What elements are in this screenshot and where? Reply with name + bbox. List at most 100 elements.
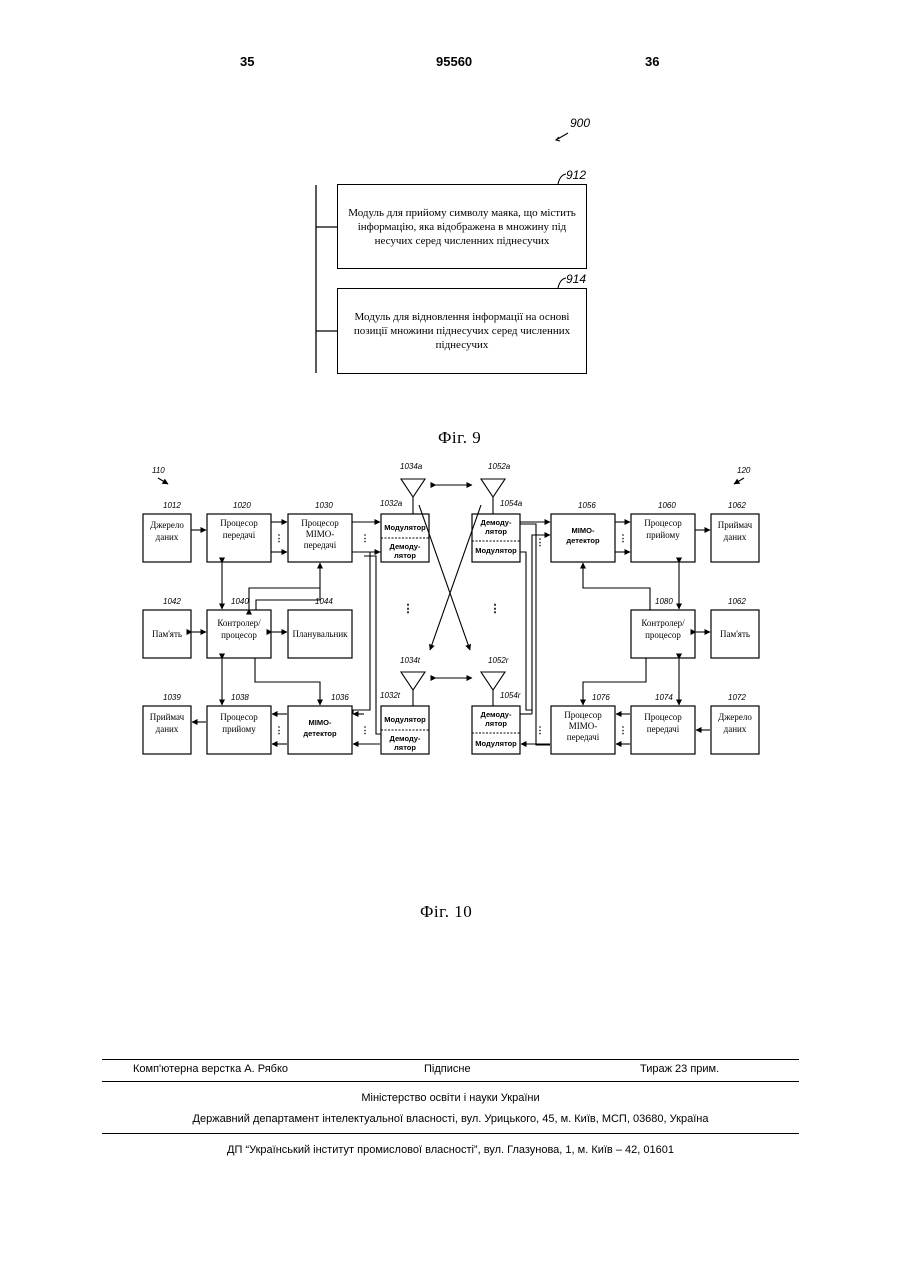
- block-1020: Процесор передачі 1020: [207, 501, 271, 562]
- block-1030: Процесор MIMO- передачі 1030: [288, 501, 352, 562]
- footer-rule-bottom: [102, 1133, 799, 1134]
- svg-text:1052a: 1052a: [488, 462, 511, 471]
- svg-text:1034a: 1034a: [400, 462, 423, 471]
- svg-text:1074: 1074: [655, 693, 673, 702]
- svg-text:1054r: 1054r: [500, 691, 521, 700]
- svg-text:1044: 1044: [315, 597, 333, 606]
- svg-text:⋮: ⋮: [275, 533, 284, 543]
- svg-text:1012: 1012: [163, 501, 181, 510]
- svg-text:Демоду-: Демоду-: [481, 710, 512, 719]
- svg-text:1062: 1062: [728, 501, 746, 510]
- svg-text:1062: 1062: [728, 597, 746, 606]
- ref-110-arrow: [158, 478, 168, 484]
- footer-layout-credit: Комп'ютерна верстка А. Рябко: [133, 1063, 288, 1075]
- block-1042: Пам'ять 1042: [143, 597, 191, 658]
- svg-text:⋮: ⋮: [619, 725, 628, 735]
- svg-text:даних: даних: [156, 532, 179, 542]
- svg-text:⋮: ⋮: [619, 533, 628, 543]
- svg-text:1036: 1036: [331, 693, 349, 702]
- svg-text:Демоду-: Демоду-: [390, 734, 421, 743]
- svg-text:MIMO-: MIMO-: [309, 718, 332, 727]
- svg-text:1060: 1060: [658, 501, 676, 510]
- svg-text:детектор: детектор: [566, 536, 600, 545]
- svg-text:1032t: 1032t: [380, 691, 401, 700]
- svg-text:⋮: ⋮: [361, 725, 370, 735]
- ref-120: 120: [737, 466, 751, 475]
- svg-text:лятор: лятор: [394, 743, 416, 752]
- svg-text:⋮: ⋮: [361, 533, 370, 543]
- figure-10-caption: Фіг. 10: [420, 902, 472, 922]
- block-1062-memory: Пам'ять 1062: [711, 597, 759, 658]
- svg-text:1030: 1030: [315, 501, 333, 510]
- svg-text:Приймач: Приймач: [718, 520, 753, 530]
- svg-text:передачі: передачі: [647, 724, 680, 734]
- ref-110: 110: [152, 466, 165, 475]
- svg-text:1020: 1020: [233, 501, 251, 510]
- svg-text:MIMO-: MIMO-: [306, 529, 335, 539]
- block-1056: MIMO- детектор 1056: [551, 501, 615, 562]
- footer-copies: Тираж 23 прим.: [640, 1063, 719, 1075]
- svg-text:процесор: процесор: [221, 630, 257, 640]
- svg-text:1080: 1080: [655, 597, 673, 606]
- svg-text:Модулятор: Модулятор: [475, 739, 517, 748]
- svg-text:Процесор: Процесор: [220, 712, 258, 722]
- svg-text:MIMO-: MIMO-: [569, 721, 598, 731]
- svg-text:Процесор: Процесор: [644, 712, 682, 722]
- block-1060: Процесор прийому 1060: [631, 501, 695, 562]
- svg-text:даних: даних: [724, 724, 747, 734]
- svg-text:прийому: прийому: [646, 530, 680, 540]
- svg-text:лятор: лятор: [394, 551, 416, 560]
- svg-text:Процесор: Процесор: [220, 518, 258, 528]
- svg-text:1034t: 1034t: [400, 656, 421, 665]
- svg-text:Пам'ять: Пам'ять: [152, 629, 182, 639]
- footer-department: Державний департамент інтелектуальної вл…: [0, 1113, 901, 1125]
- svg-text:1052r: 1052r: [488, 656, 509, 665]
- svg-text:⋮: ⋮: [275, 725, 284, 735]
- svg-text:1040: 1040: [231, 597, 249, 606]
- svg-text:лятор: лятор: [485, 527, 507, 536]
- svg-text:1076: 1076: [592, 693, 610, 702]
- block-1012: Джерело даних 1012: [143, 501, 191, 562]
- svg-text:передачі: передачі: [304, 540, 337, 550]
- svg-text:Демоду-: Демоду-: [481, 518, 512, 527]
- block-1074: Процесор передачі 1074: [631, 693, 695, 754]
- svg-text:Пам'ять: Пам'ять: [720, 629, 750, 639]
- svg-text:Процесор: Процесор: [301, 518, 339, 528]
- svg-text:1054a: 1054a: [500, 499, 523, 508]
- svg-text:лятор: лятор: [485, 719, 507, 728]
- footer-institute: ДП “Український інститут промислової вла…: [0, 1144, 901, 1156]
- svg-text:1039: 1039: [163, 693, 181, 702]
- svg-text:Планувальник: Планувальник: [292, 629, 348, 639]
- antenna-1034a: 1034a: [400, 462, 425, 514]
- block-1044: Планувальник 1044: [288, 597, 352, 658]
- block-1080: Контролер/ процесор 1080: [631, 597, 695, 658]
- svg-text:1038: 1038: [231, 693, 249, 702]
- footer-rule-middle: [102, 1081, 799, 1082]
- svg-text:Приймач: Приймач: [150, 712, 185, 722]
- svg-text:Модулятор: Модулятор: [475, 546, 517, 555]
- svg-text:передачі: передачі: [223, 530, 256, 540]
- block-1032a: Модулятор Демоду- лятор 1032a: [380, 499, 429, 562]
- svg-text:процесор: процесор: [645, 630, 681, 640]
- block-1032t: Модулятор Демоду- лятор 1032t: [380, 691, 429, 754]
- ref-120-arrow: [734, 478, 744, 484]
- svg-text:прийому: прийому: [222, 724, 256, 734]
- svg-text:MIMO-: MIMO-: [572, 526, 595, 535]
- svg-text:Модулятор: Модулятор: [384, 715, 426, 724]
- svg-text:Модулятор: Модулятор: [384, 523, 426, 532]
- svg-text:1042: 1042: [163, 597, 181, 606]
- svg-text:1032a: 1032a: [380, 499, 403, 508]
- svg-text:1056: 1056: [578, 501, 596, 510]
- svg-text:Контролер/: Контролер/: [217, 618, 261, 628]
- svg-text:передачі: передачі: [567, 732, 600, 742]
- svg-text:даних: даних: [156, 724, 179, 734]
- svg-text:1072: 1072: [728, 693, 746, 702]
- svg-text:⋮: ⋮: [403, 603, 414, 615]
- block-1054r: Демоду- лятор Модулятор 1054r: [472, 691, 521, 754]
- svg-text:⋮: ⋮: [536, 537, 545, 547]
- svg-text:Процесор: Процесор: [644, 518, 682, 528]
- footer-ministry: Міністерство освіти і науки України: [0, 1092, 901, 1104]
- svg-text:⋮: ⋮: [536, 725, 545, 735]
- footer-rule-top: [102, 1059, 799, 1060]
